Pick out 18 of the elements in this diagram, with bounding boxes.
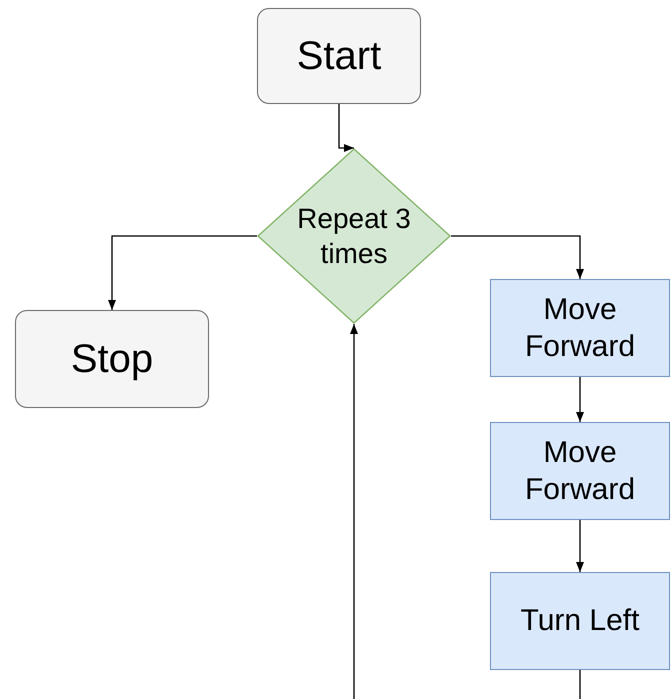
- arrow: [338, 104, 354, 152]
- arrow: [108, 235, 257, 310]
- arrow: [451, 235, 584, 279]
- node-label: Repeat 3 times: [296, 202, 412, 271]
- node-label: Turn Left: [520, 603, 640, 640]
- arrow: [576, 520, 584, 572]
- node-label: Move Forward: [524, 434, 636, 508]
- decision-diamond: [257, 148, 451, 324]
- process-box: [490, 279, 670, 377]
- node-label: Start: [296, 33, 382, 80]
- start-terminal: [257, 8, 421, 104]
- process-box: [490, 572, 670, 670]
- stop-terminal: [15, 310, 209, 408]
- arrow: [350, 324, 358, 699]
- process-box: [490, 422, 670, 520]
- node-label: Move Forward: [524, 292, 636, 365]
- node-label: Stop: [70, 336, 154, 383]
- arrow: [576, 377, 584, 422]
